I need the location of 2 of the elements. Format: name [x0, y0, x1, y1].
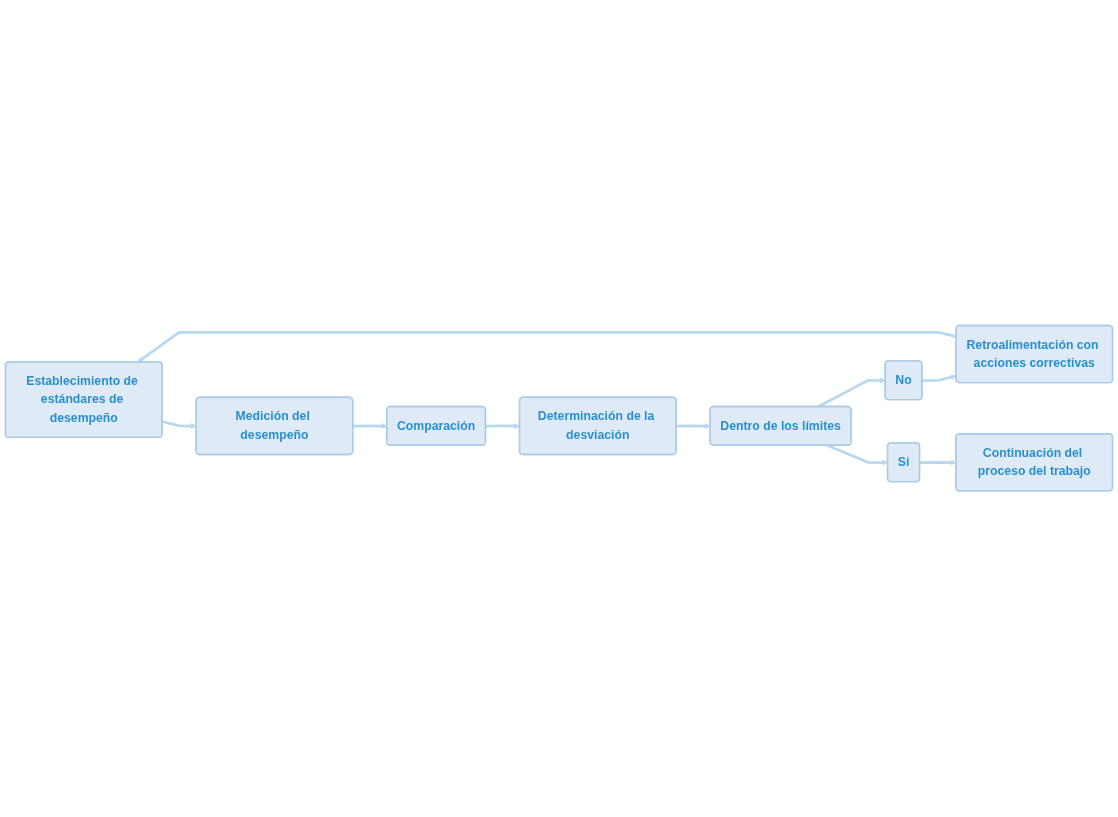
- arrow: [676, 423, 711, 430]
- arrow: [162, 420, 197, 430]
